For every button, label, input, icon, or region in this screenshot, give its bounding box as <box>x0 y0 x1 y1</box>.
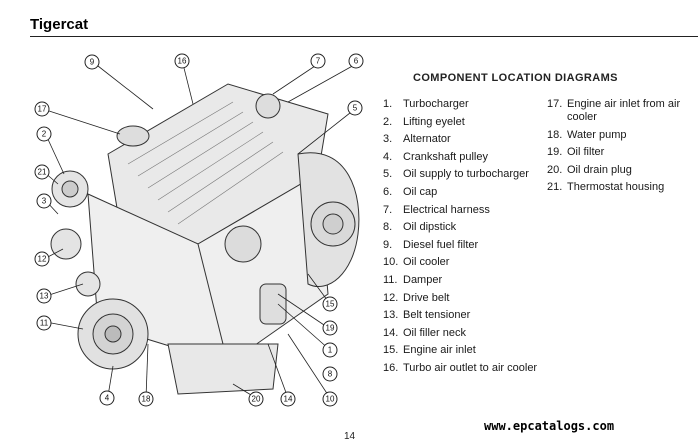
legend-item: 14.Oil filler neck <box>383 326 466 339</box>
callout-20: 20 <box>248 391 264 407</box>
legend-item: 5.Oil supply to turbocharger <box>383 168 529 181</box>
callout-markers: 9 16 7 6 17 2 5 21 3 12 13 11 4 18 20 14… <box>34 53 364 407</box>
svg-text:21: 21 <box>38 168 47 177</box>
legend-item: 12.Drive belt <box>383 291 450 304</box>
svg-text:18: 18 <box>142 395 151 404</box>
svg-text:16: 16 <box>178 57 187 66</box>
svg-text:6: 6 <box>354 57 359 66</box>
section-heading: COMPONENT LOCATION DIAGRAMS <box>413 72 618 84</box>
page-number: 14 <box>344 431 356 442</box>
svg-text:13: 13 <box>40 292 49 301</box>
svg-text:20: 20 <box>252 395 261 404</box>
callout-7: 7 <box>310 53 326 69</box>
svg-text:3: 3 <box>42 197 47 206</box>
svg-text:12: 12 <box>38 255 47 264</box>
svg-text:2: 2 <box>42 130 47 139</box>
svg-text:5: 5 <box>353 104 358 113</box>
legend-item: 19.Oil filter <box>547 146 605 159</box>
callout-17: 17 <box>34 101 50 117</box>
legend-item: 15.Engine air inlet <box>383 344 476 357</box>
callout-4: 4 <box>99 390 115 406</box>
callout-11: 11 <box>36 315 52 331</box>
page-title: Tigercat <box>30 16 89 33</box>
svg-text:4: 4 <box>105 394 110 403</box>
callout-9: 9 <box>84 54 100 70</box>
legend-item: 10.Oil cooler <box>383 256 450 269</box>
legend-item: 20.Oil drain plug <box>547 163 632 176</box>
svg-text:7: 7 <box>316 57 321 66</box>
svg-text:17: 17 <box>38 105 47 114</box>
callout-12: 12 <box>34 251 50 267</box>
svg-text:11: 11 <box>40 319 49 328</box>
svg-text:15: 15 <box>326 300 335 309</box>
legend-item: 21.Thermostat housing <box>547 181 665 194</box>
legend-item: 11.Damper <box>383 273 443 286</box>
legend-column-2: 17.Engine air inlet from air cooler 18.W… <box>547 98 697 199</box>
legend-item: 18.Water pump <box>547 128 627 141</box>
svg-text:19: 19 <box>326 324 335 333</box>
legend-item: 7.Electrical harness <box>383 203 490 216</box>
legend-item: 4.Crankshaft pulley <box>383 150 488 163</box>
legend-item: 8.Oil dipstick <box>383 221 457 234</box>
callout-21: 21 <box>34 164 50 180</box>
callout-19: 19 <box>322 320 338 336</box>
callout-2: 2 <box>36 126 52 142</box>
callout-6: 6 <box>348 53 364 69</box>
callout-1: 1 <box>322 342 338 358</box>
engine-illustration <box>50 83 360 395</box>
svg-text:8: 8 <box>328 370 333 379</box>
legend-item: 3.Alternator <box>383 133 451 146</box>
legend-item: 6.Oil cap <box>383 185 438 198</box>
legend-item: 17.Engine air inlet from air cooler <box>547 98 681 123</box>
legend-item: 2.Lifting eyelet <box>383 115 465 128</box>
callout-16-top: 16 <box>174 53 190 69</box>
leader-lines <box>43 63 357 399</box>
legend-column-1: 1.Turbocharger 2.Lifting eyelet 3.Altern… <box>383 98 548 380</box>
svg-text:14: 14 <box>284 395 293 404</box>
callout-18: 18 <box>138 391 154 407</box>
callout-15: 15 <box>322 296 338 312</box>
callout-14: 14 <box>280 391 296 407</box>
callout-3: 3 <box>36 193 52 209</box>
engine-diagram: 9 16 7 6 17 2 5 21 3 12 13 11 4 18 20 14… <box>34 53 364 407</box>
callout-5: 5 <box>347 100 363 116</box>
header-rule <box>30 36 698 37</box>
svg-text:1: 1 <box>328 346 333 355</box>
legend-item: 1.Turbocharger <box>383 98 469 110</box>
legend-item: 16.Turbo air outlet to air cooler <box>383 361 538 374</box>
callout-8: 8 <box>322 366 338 382</box>
svg-text:10: 10 <box>326 395 335 404</box>
svg-text:9: 9 <box>90 58 95 67</box>
legend-item: 13.Belt tensioner <box>383 309 471 322</box>
callout-13: 13 <box>36 288 52 304</box>
callout-10: 10 <box>322 391 338 407</box>
watermark-link[interactable]: www.epcatalogs.com <box>484 419 615 433</box>
legend-item: 9.Diesel fuel filter <box>383 238 479 251</box>
